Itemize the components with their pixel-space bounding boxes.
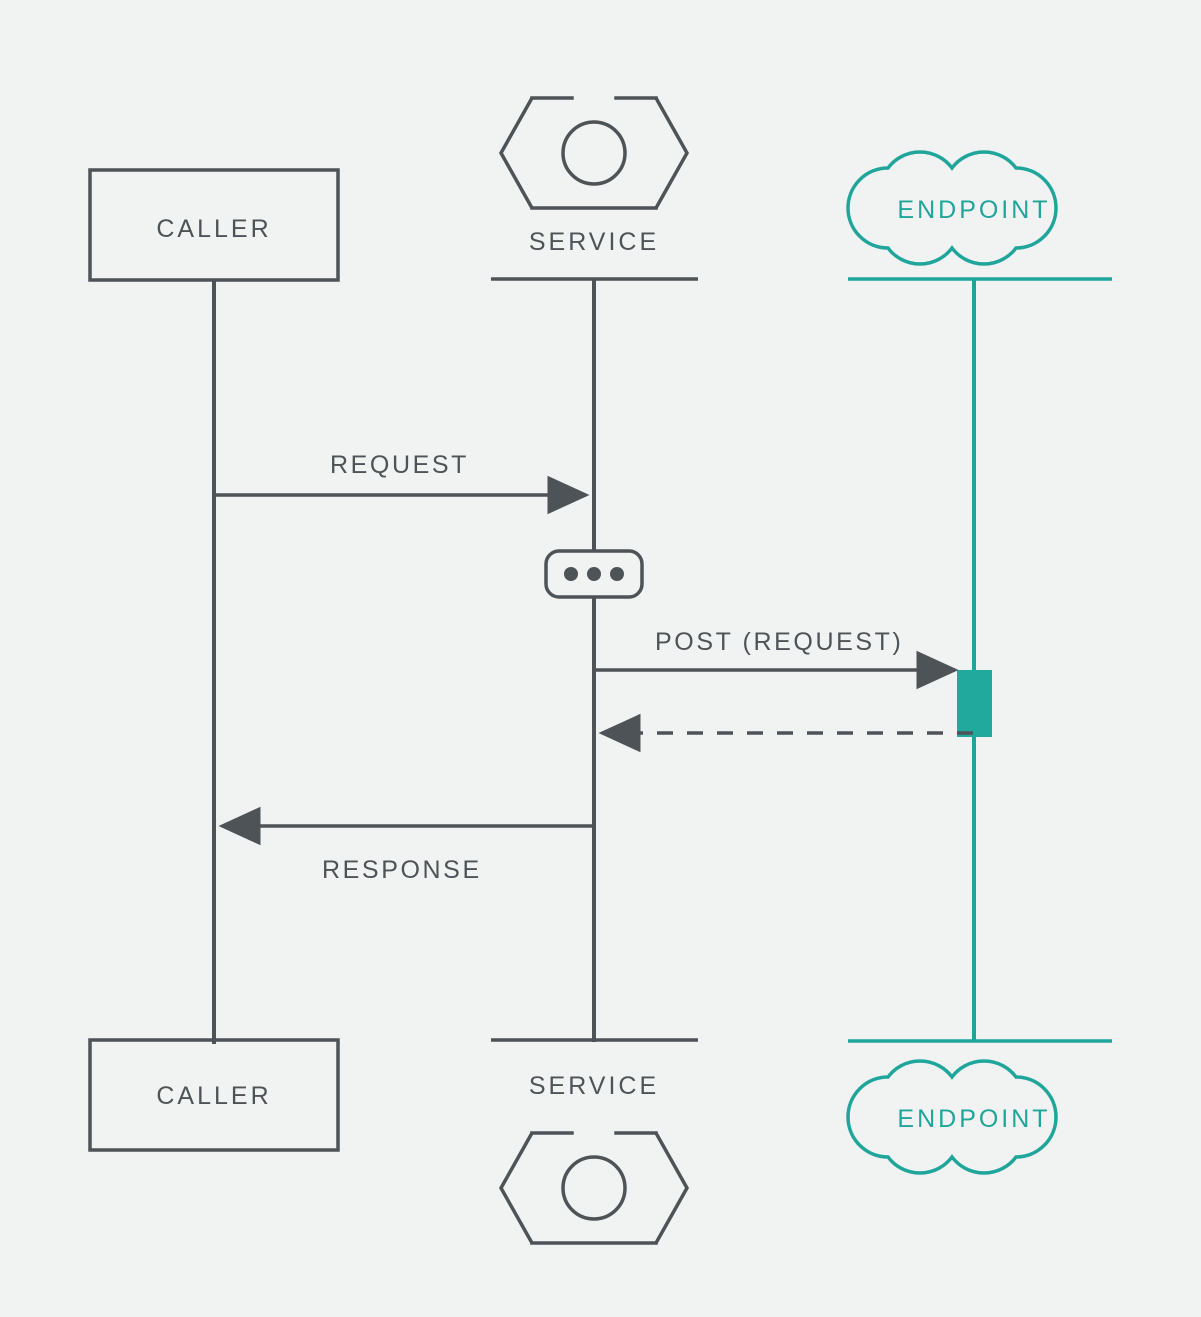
message-response[interactable]: RESPONSE (218, 806, 593, 884)
post-request-label: POST (REQUEST) (655, 628, 903, 656)
processing-ellipsis-note[interactable] (544, 549, 644, 599)
ellipsis-dot-3 (610, 567, 624, 581)
message-post-request[interactable]: POST (REQUEST) (595, 628, 959, 690)
participant-endpoint-top[interactable]: ENDPOINT (846, 150, 1112, 281)
hex-nut-inner-circle-bottom (561, 1155, 627, 1221)
cloud-icon (846, 150, 1058, 266)
service-label-top: SERVICE (529, 228, 659, 256)
service-label-bottom: SERVICE (529, 1072, 659, 1100)
caller-label-bottom: CALLER (156, 1082, 271, 1110)
lifelines (212, 279, 976, 1044)
hex-nut-icon-bottom (498, 1131, 690, 1245)
participant-endpoint-bottom[interactable]: ENDPOINT (846, 1039, 1112, 1175)
endpoint-label-top: ENDPOINT (897, 196, 1050, 224)
message-request[interactable]: REQUEST (215, 451, 590, 515)
hex-nut-icon (498, 96, 690, 210)
caller-label-top: CALLER (156, 215, 271, 243)
cloud-icon-bottom (846, 1059, 1058, 1175)
participant-service-top[interactable]: SERVICE (491, 96, 698, 281)
participant-caller-bottom[interactable]: CALLER (88, 1038, 340, 1152)
participant-caller-top[interactable]: CALLER (88, 168, 340, 282)
response-label: RESPONSE (322, 856, 482, 884)
ellipsis-dot-1 (564, 567, 578, 581)
caller-box-top[interactable] (88, 168, 340, 282)
endpoint-label-bottom: ENDPOINT (897, 1105, 1050, 1133)
request-label: REQUEST (330, 451, 469, 479)
ellipsis-dot-2 (587, 567, 601, 581)
hex-nut-inner-circle (561, 120, 627, 186)
caller-box-bottom[interactable] (88, 1038, 340, 1152)
endpoint-activation-bar (957, 670, 992, 737)
participant-service-bottom[interactable]: SERVICE (491, 1038, 698, 1245)
